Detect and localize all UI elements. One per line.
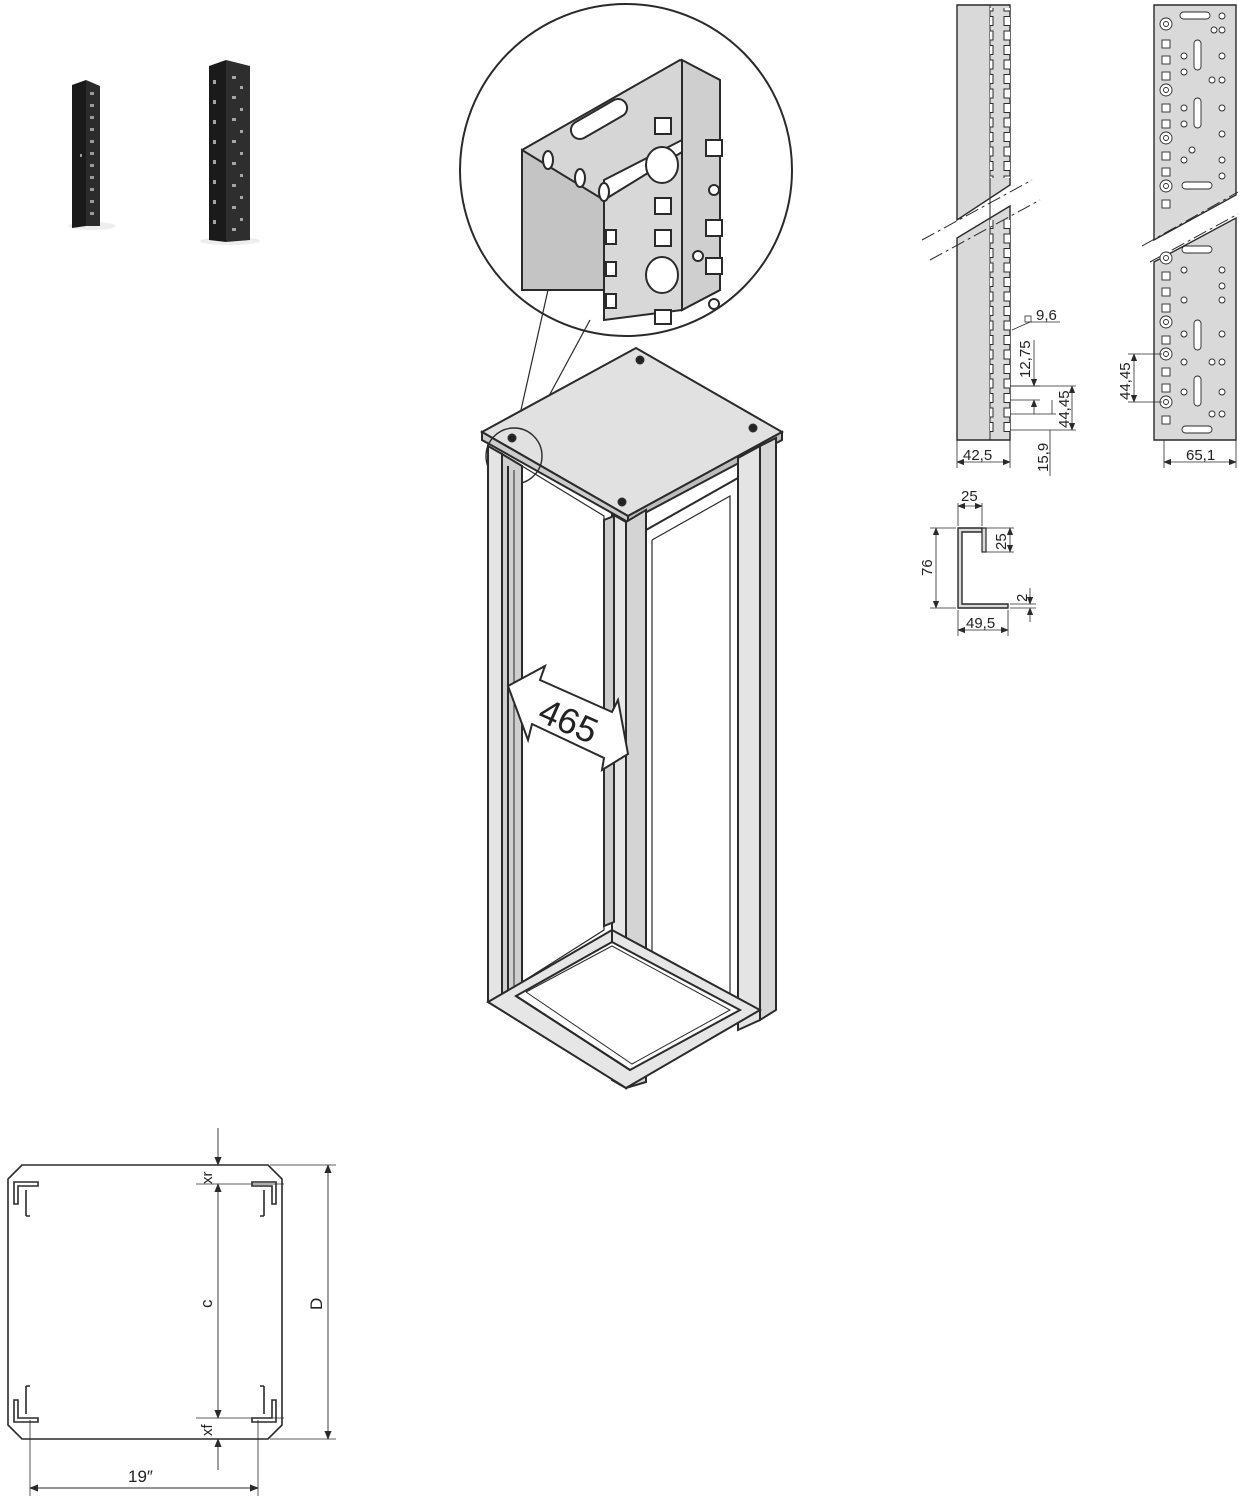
- hole-size-label: 9,6: [1036, 307, 1057, 324]
- rack-frame-drawing: [459, 3, 793, 1090]
- width-465-arrow-icon: [506, 663, 630, 773]
- thickness-label: 2: [1014, 594, 1031, 602]
- front-offset-label: xf: [199, 1424, 216, 1437]
- offset-label: 15,9: [1035, 443, 1052, 472]
- rail-wide-photo-icon: [200, 60, 260, 245]
- lip-depth-label: 25: [993, 533, 1010, 550]
- rail-wide-drawing: [1128, 4, 1239, 468]
- profile-cross-section: [930, 502, 1036, 636]
- rear-offset-label: xr: [199, 1172, 216, 1185]
- base-width-label: 49,5: [966, 615, 995, 632]
- top-flange-label: 25: [961, 488, 978, 505]
- hole-pitch-label: 12,75: [1017, 340, 1034, 378]
- inner-depth-label: c: [197, 1299, 216, 1308]
- depth-label: D: [307, 1298, 326, 1310]
- rail-narrow-drawing: [921, 4, 1076, 476]
- narrow-width-label: 42,5: [963, 447, 992, 464]
- rail-profile-detail-icon: [521, 58, 723, 325]
- rail-narrow-photo-icon: [68, 80, 116, 230]
- width-19-label: 19″: [128, 1467, 153, 1486]
- wide-unit-label: 44,45: [1117, 362, 1134, 400]
- narrow-unit-label: 44,45: [1056, 390, 1073, 428]
- rack-top-view: [7, 1128, 336, 1496]
- section-height-label: 76: [919, 559, 936, 576]
- wide-width-label: 65,1: [1186, 447, 1215, 464]
